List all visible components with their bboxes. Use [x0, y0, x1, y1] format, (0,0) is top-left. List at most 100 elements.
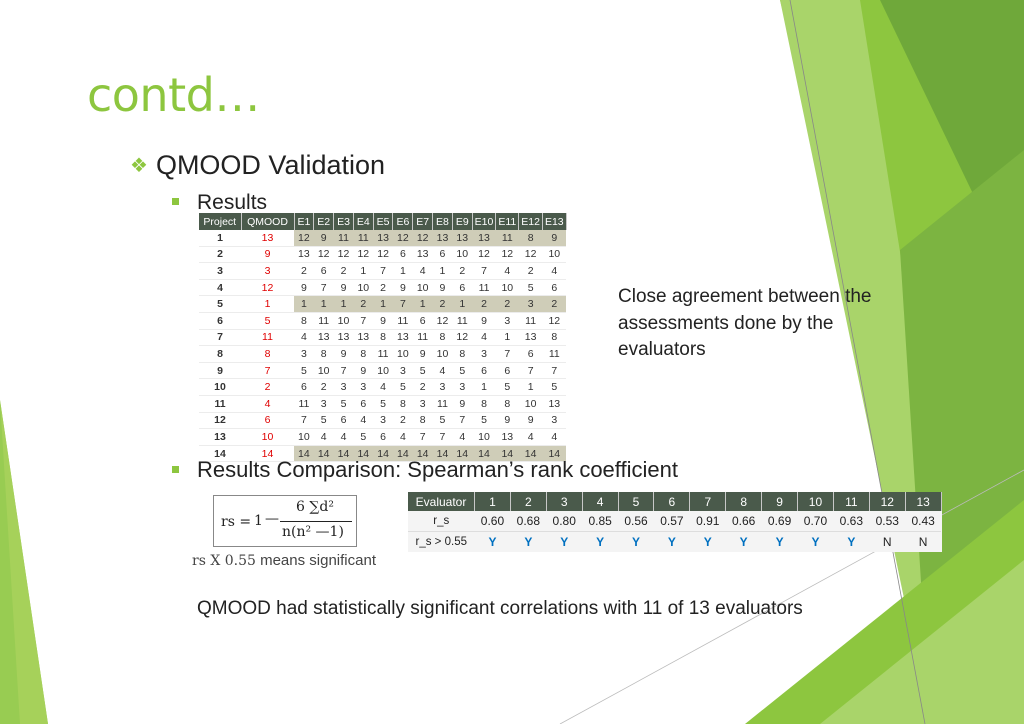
- evaluator-cell: 6: [452, 279, 473, 297]
- evaluator-cell: 6: [392, 246, 413, 264]
- evaluator-cell: 2: [353, 295, 374, 313]
- formula-numerator: 6 ∑d²: [296, 499, 334, 515]
- evaluator-cell: 6: [432, 246, 453, 264]
- evaluator-cell: 11: [495, 230, 519, 247]
- evaluator-cell: 10: [392, 345, 413, 363]
- evaluator-cell: 9: [452, 395, 473, 413]
- evaluator-cell: 3: [432, 378, 453, 396]
- comparison-header-cell: 11: [833, 492, 870, 511]
- project-cell: 10: [199, 378, 241, 396]
- evaluator-cell: 6: [542, 279, 567, 297]
- evaluator-cell: 6: [313, 262, 334, 280]
- evaluator-cell: 5: [495, 378, 519, 396]
- evaluator-cell: 6: [333, 412, 354, 430]
- value-cell: Y: [725, 531, 762, 552]
- evaluator-cell: 6: [518, 345, 543, 363]
- value-cell: 0.91: [696, 514, 720, 528]
- evaluator-cell: 7: [518, 362, 543, 380]
- evaluator-cell: 6: [412, 312, 433, 330]
- comparison-header-cell: 6: [653, 492, 691, 511]
- evaluator-cell: 13: [495, 428, 519, 446]
- evaluator-cell: 8: [294, 312, 314, 330]
- fraction-bar: [280, 521, 352, 522]
- evaluator-cell: 4: [294, 329, 314, 347]
- evaluator-cell: 13: [432, 230, 453, 247]
- evaluator-cell: 2: [452, 262, 473, 280]
- conclusion-text: QMOOD had statistically significant corr…: [197, 598, 803, 619]
- evaluator-cell: 12: [313, 246, 334, 264]
- evaluator-cell: 12: [392, 230, 413, 247]
- evaluator-cell: 2: [495, 295, 519, 313]
- project-cell: 12: [199, 412, 241, 430]
- qmood-cell: 4: [241, 395, 294, 413]
- evaluator-cell: 3: [333, 378, 354, 396]
- results-header-cell: E12: [518, 213, 543, 230]
- comparison-header-cell: Evaluator: [408, 492, 475, 511]
- evaluator-cell: 9: [313, 230, 334, 247]
- results-header-cell: E5: [373, 213, 394, 230]
- evaluator-cell: 5: [412, 362, 433, 380]
- evaluator-cell: 14: [412, 445, 433, 463]
- formula-denominator: n(n² —1): [282, 524, 344, 540]
- evaluator-cell: 13: [452, 230, 473, 247]
- evaluator-cell: 3: [373, 412, 393, 430]
- evaluator-cell: 10: [495, 279, 519, 297]
- value-cell: Y: [689, 531, 726, 552]
- evaluator-cell: 4: [313, 428, 334, 446]
- evaluator-cell: 14: [432, 445, 453, 463]
- evaluator-cell: 3: [313, 395, 334, 413]
- evaluator-cell: 7: [472, 262, 496, 280]
- evaluator-cell: 9: [412, 345, 433, 363]
- evaluator-cell: 1: [495, 329, 519, 347]
- evaluator-cell: 11: [412, 329, 433, 347]
- results-header-cell: E1: [294, 213, 315, 230]
- qmood-cell: 1: [241, 295, 294, 313]
- evaluator-cell: 2: [392, 412, 413, 430]
- evaluator-cell: 8: [432, 329, 453, 347]
- agreement-note: Close agreement between the assessments …: [618, 286, 872, 360]
- evaluator-cell: 10: [452, 246, 473, 264]
- project-cell: 9: [199, 362, 241, 380]
- evaluator-cell: 8: [412, 412, 433, 430]
- qmood-cell: 8: [241, 345, 294, 363]
- value-cell: 0.60: [480, 514, 505, 528]
- value-cell: 0.57: [660, 514, 684, 528]
- evaluator-cell: 12: [294, 230, 314, 247]
- evaluator-cell: 12: [518, 246, 543, 264]
- project-cell: 2: [199, 246, 241, 264]
- evaluator-cell: 10: [294, 428, 314, 446]
- row-label-cell: r_s > 0.55: [408, 531, 475, 552]
- evaluator-cell: 7: [412, 428, 433, 446]
- evaluator-cell: 3: [542, 412, 567, 430]
- results-header-cell: E9: [452, 213, 473, 230]
- value-cell: N: [869, 531, 906, 552]
- results-header-cell: E7: [412, 213, 434, 230]
- evaluator-cell: 9: [294, 279, 314, 297]
- evaluator-cell: 12: [495, 246, 519, 264]
- comparison-header-cell: 5: [618, 492, 655, 511]
- evaluator-cell: 1: [313, 295, 334, 313]
- value-cell: Y: [474, 531, 511, 552]
- qmood-cell: 13: [241, 230, 294, 247]
- evaluator-cell: 12: [542, 312, 567, 330]
- evaluator-cell: 7: [353, 312, 374, 330]
- evaluator-cell: 5: [353, 428, 374, 446]
- qmood-cell: 9: [241, 246, 294, 264]
- evaluator-cell: 11: [392, 312, 413, 330]
- results-header-cell: E10: [472, 213, 497, 230]
- evaluator-cell: 8: [373, 329, 393, 347]
- project-cell: 6: [199, 312, 241, 330]
- evaluator-cell: 7: [542, 362, 567, 380]
- evaluator-cell: 7: [373, 262, 393, 280]
- slide-title: contd…: [87, 68, 260, 122]
- value-cell: 0.66: [732, 514, 756, 528]
- evaluator-cell: 10: [373, 362, 393, 380]
- evaluator-cell: 5: [452, 362, 473, 380]
- evaluator-cell: 12: [472, 246, 496, 264]
- evaluator-cell: 10: [412, 279, 433, 297]
